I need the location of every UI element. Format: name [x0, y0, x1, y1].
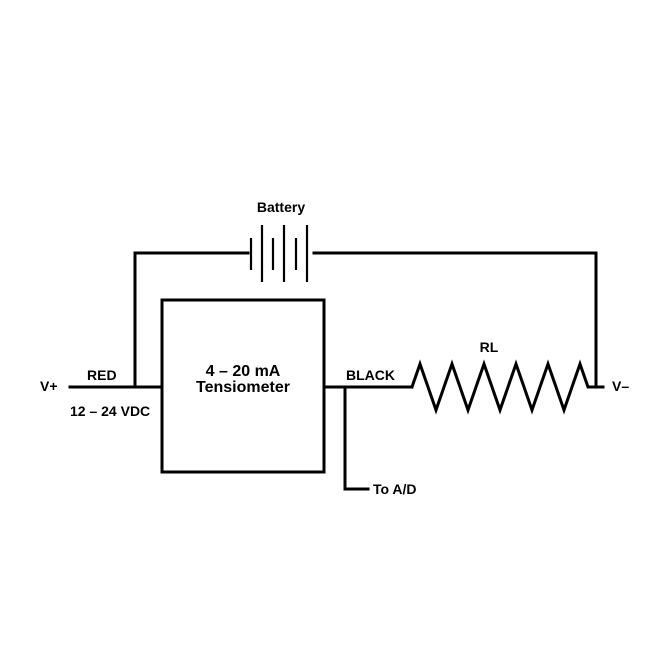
wire-top-left [133, 251, 250, 389]
wire-top-right [312, 251, 598, 389]
v-minus-label: V– [612, 378, 629, 394]
red-label: RED [87, 367, 117, 383]
battery-label: Battery [257, 199, 305, 215]
to-ad-label: To A/D [373, 481, 417, 497]
box-label-line1: 4 – 20 mA [206, 363, 281, 380]
resistor-rl [410, 359, 605, 415]
voltage-label: 12 – 24 VDC [70, 403, 150, 419]
black-label: BLACK [346, 367, 395, 383]
battery-symbol [249, 225, 309, 282]
box-label-line2: Tensiometer [196, 379, 290, 396]
rl-label: RL [480, 339, 499, 355]
v-plus-label: V+ [40, 378, 58, 394]
wire-to-ad [343, 385, 370, 491]
